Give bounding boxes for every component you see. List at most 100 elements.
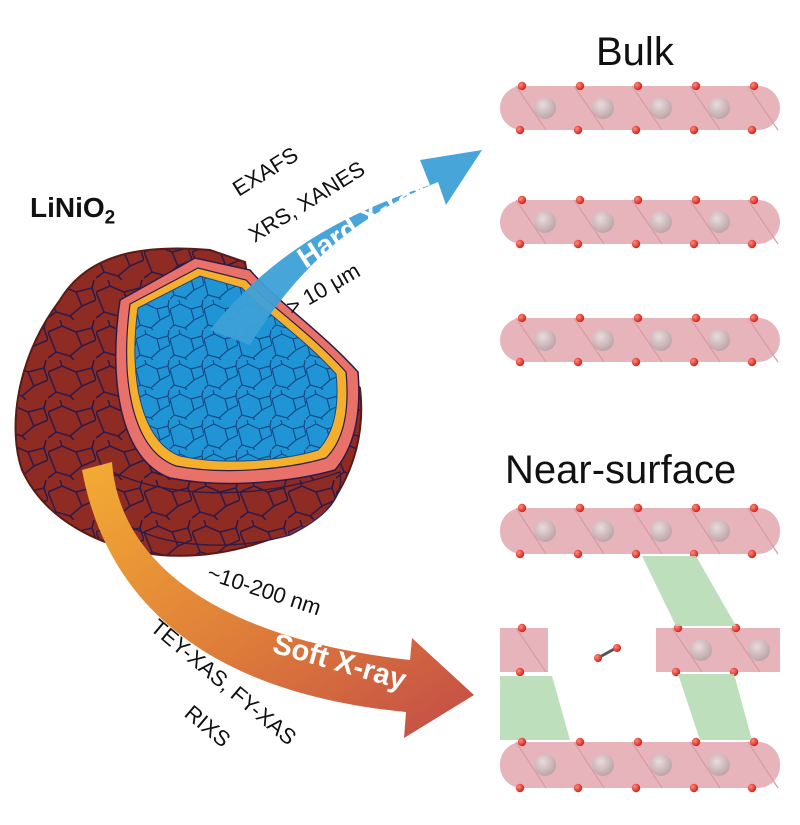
oxygen-atom	[691, 737, 701, 747]
octahedron-edge	[747, 317, 779, 363]
octahedron-edge	[671, 627, 703, 673]
oxygen-atom	[517, 623, 527, 633]
oxygen-atom	[575, 313, 585, 323]
nickel-atom	[534, 754, 556, 776]
oxygen-atom	[515, 783, 525, 793]
layer-slab	[500, 86, 780, 130]
nickel-atom	[748, 639, 770, 661]
nickel-atom	[708, 97, 730, 119]
oxygen-atom	[515, 549, 525, 559]
oxygen-atom	[689, 125, 699, 135]
oxygen-atom	[689, 239, 699, 249]
oxygen-atom	[573, 357, 583, 367]
oxygen-atom	[517, 195, 527, 205]
nickel-atom	[650, 520, 672, 542]
nickel-atom	[534, 329, 556, 351]
near-surface-title: Near-surface	[505, 448, 737, 492]
rock-salt-region	[642, 556, 736, 626]
nickel-atom	[650, 211, 672, 233]
oxygen-atom	[517, 313, 527, 323]
octahedron-edge	[515, 317, 547, 363]
nickel-atom	[592, 97, 614, 119]
oxygen-atom	[749, 313, 759, 323]
octahedron-edge	[631, 741, 663, 789]
oxygen-atom	[633, 503, 643, 513]
layer-4	[500, 503, 780, 559]
octahedron-edge	[515, 627, 547, 673]
oxygen-atom	[633, 313, 643, 323]
octahedron-edge	[689, 741, 721, 789]
nickel-atom	[650, 754, 672, 776]
oxygen-atom	[575, 81, 585, 91]
oxygen-atom	[515, 239, 525, 249]
octahedron-edge	[631, 507, 663, 555]
octahedron-edge	[515, 85, 547, 131]
octahedron-edge	[747, 741, 779, 789]
layer-2	[500, 195, 780, 249]
material-formula: LiNiO2	[30, 192, 115, 230]
octahedron-edge	[689, 507, 721, 555]
oxygen-atom	[573, 549, 583, 559]
octahedron-edge	[729, 627, 761, 673]
oxygen-atom	[749, 737, 759, 747]
layer-slab	[500, 742, 780, 788]
o2-oxygen-atom	[613, 644, 621, 652]
layer-slab	[500, 628, 548, 672]
nickel-atom	[708, 754, 730, 776]
octahedron-edge	[631, 85, 663, 131]
nickel-atom	[534, 520, 556, 542]
oxygen-atom	[631, 125, 641, 135]
octahedron-edge	[573, 507, 605, 555]
oxygen-atom	[691, 195, 701, 205]
oxygen-atom	[691, 313, 701, 323]
nickel-atom	[708, 211, 730, 233]
nickel-atom	[592, 520, 614, 542]
oxygen-atom	[747, 549, 757, 559]
layer-3	[500, 313, 780, 367]
particle-lower-rim	[106, 468, 342, 546]
oxygen-atom	[749, 195, 759, 205]
particle-core	[134, 275, 338, 462]
octahedron-edge	[573, 317, 605, 363]
rock-salt-region	[678, 674, 752, 740]
oxygen-atom	[691, 81, 701, 91]
nickel-atom	[690, 639, 712, 661]
oxygen-atom	[631, 357, 641, 367]
rock-salt-region	[500, 676, 570, 740]
layer-slab	[500, 200, 780, 244]
nickel-atom	[592, 329, 614, 351]
oxygen-atom	[747, 239, 757, 249]
oxygen-atom	[749, 81, 759, 91]
nickel-atom	[534, 211, 556, 233]
octahedron-edge	[747, 199, 779, 245]
layer-1	[500, 81, 780, 135]
oxygen-atom	[517, 503, 527, 513]
oxygen-atom	[747, 783, 757, 793]
nickel-atom	[534, 97, 556, 119]
layer-slab	[500, 508, 780, 554]
soft-xray-arrow	[82, 462, 474, 738]
nickel-atom	[708, 520, 730, 542]
octahedron-edge	[631, 317, 663, 363]
octahedron-edge	[515, 741, 547, 789]
octahedron-edge	[747, 85, 779, 131]
octahedron-edge	[515, 199, 547, 245]
octahedron-edge	[573, 85, 605, 131]
oxygen-atom	[747, 357, 757, 367]
oxygen-atom	[575, 195, 585, 205]
o2-oxygen-atom	[594, 654, 602, 662]
oxygen-atom	[517, 737, 527, 747]
oxygen-atom	[573, 239, 583, 249]
nickel-atom	[650, 97, 672, 119]
oxygen-atom	[633, 195, 643, 205]
nickel-atom	[650, 329, 672, 351]
bulk-title: Bulk	[596, 30, 674, 74]
octahedron-edge	[631, 199, 663, 245]
oxygen-atom	[631, 549, 641, 559]
oxygen-atom	[517, 81, 527, 91]
oxygen-atom	[515, 667, 525, 677]
layer-slab	[500, 318, 780, 362]
oxygen-atom	[575, 503, 585, 513]
